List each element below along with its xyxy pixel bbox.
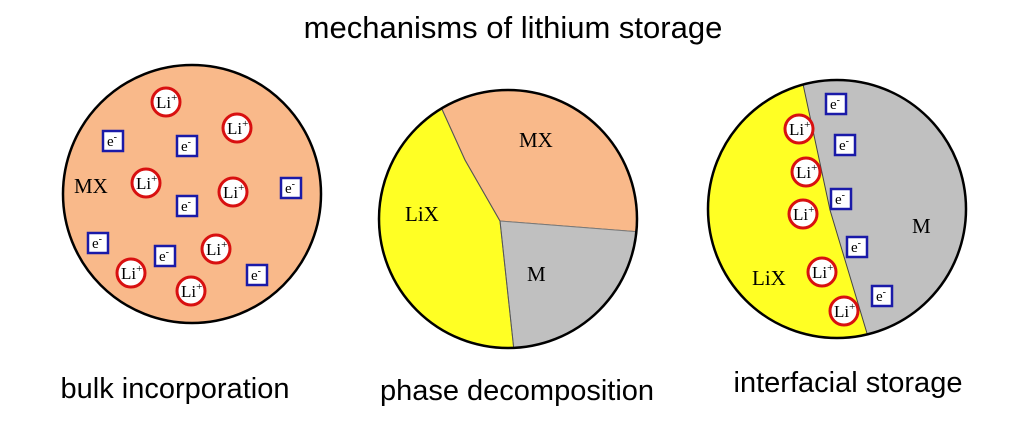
electron: e- [829,187,853,211]
electron-box [824,92,848,116]
electron: e- [101,129,125,153]
phase-mx-label: MX [519,128,553,152]
lithium-ion: Li+ [221,112,253,144]
interfacial-particle-outline [706,78,968,340]
electron-symbol: e- [839,136,849,154]
lithium-ion: Li+ [200,233,232,265]
lithium-ion-ring [115,257,147,289]
lithium-ion-ring [806,256,838,288]
interfacial-storage-caption: interfacial storage [734,367,963,399]
lithium-ion: Li+ [115,257,147,289]
phase-lix-label: LiX [405,202,439,226]
lithium-ion-ring [783,113,815,145]
lithium-ion: Li+ [175,275,207,307]
lithium-ion: Li+ [783,113,815,145]
electron-symbol: e- [876,287,886,305]
electron: e- [845,235,869,259]
lithium-ion-ring [130,167,162,199]
lithium-ion-ring [828,295,860,327]
lithium-ion: Li+ [806,256,838,288]
interfacial-m-label: M [912,214,931,238]
electron: e- [153,244,177,268]
electron-symbol: e- [159,247,169,265]
electron-symbol: e- [92,234,102,252]
lithium-ion-ring [217,176,249,208]
lithium-ion: Li+ [787,198,819,230]
phase-decomposition-caption: phase decomposition [380,375,654,407]
electron-box [86,231,110,255]
lithium-ion: Li+ [828,295,860,327]
electron: e- [86,231,110,255]
electron-box [175,194,199,218]
lithium-ion-ring [175,275,207,307]
bulk-species-group: Li+ Li+ Li+ Li+ Li+ Li+ Li+ e-e-e-e-e-e-e- [86,86,303,307]
interfacial-species-group: Li+ Li+ Li+ Li+ Li+ e-e-e-e-e- [783,92,894,327]
electron: e- [824,92,848,116]
interfacial-storage-panel: LiX M Li+ Li+ Li+ Li+ Li+ e-e-e-e-e- [706,78,968,340]
electron-box [279,176,303,200]
electron: e- [175,194,199,218]
electron: e- [833,133,857,157]
electron-symbol: e- [181,137,191,155]
diagram-title: mechanisms of lithium storage [304,10,723,45]
bulk-incorporation-caption: bulk incorporation [61,373,290,405]
electron: e- [245,263,269,287]
electron-box [829,187,853,211]
electron-symbol: e- [285,179,295,197]
lithium-ion-ring [200,233,232,265]
electron: e- [175,134,199,158]
bulk-mx-label: MX [74,174,108,198]
electron-box [870,284,894,308]
phase-particle-outline [377,88,639,350]
electron-box [101,129,125,153]
lithium-ion-ring [221,112,253,144]
lithium-ion: Li+ [150,86,182,118]
phase-m-label: M [527,262,546,286]
lithium-ion: Li+ [130,167,162,199]
lithium-ion-ring [790,156,822,188]
electron: e- [870,284,894,308]
electron-box [153,244,177,268]
bulk-incorporation-panel: MX Li+ Li+ Li+ Li+ Li+ Li+ Li+ e-e-e-e-e-e-e- [61,63,323,325]
electron-symbol: e- [251,266,261,284]
electron-symbol: e- [851,238,861,256]
electron-symbol: e- [107,132,117,150]
electron-box [833,133,857,157]
lithium-ion: Li+ [790,156,822,188]
electron-box [845,235,869,259]
electron-symbol: e- [181,197,191,215]
electron-symbol: e- [830,95,840,113]
lithium-ion-ring [787,198,819,230]
interfacial-lix-label: LiX [752,266,786,290]
electron: e- [279,176,303,200]
phase-decomposition-panel: MX LiX M [377,88,639,350]
electron-symbol: e- [835,190,845,208]
lithium-ion-ring [150,86,182,118]
electron-box [245,263,269,287]
lithium-ion: Li+ [217,176,249,208]
electron-box [175,134,199,158]
